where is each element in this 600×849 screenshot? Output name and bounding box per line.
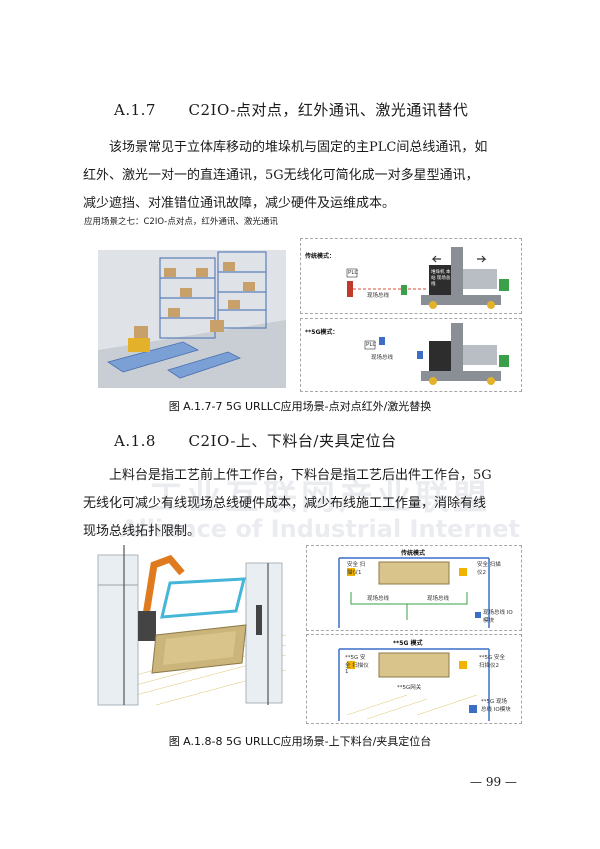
safety-scanner-1-label: 安全 扫描仪1 [347, 562, 366, 576]
fieldbus-label: 现场总线 [367, 293, 390, 299]
safety-scanner-5g-2-label: **5G 安全 扫描仪2 [479, 655, 506, 669]
watermark: 工业互联网产业联盟 Alliance of Industrial Interne… [110, 470, 530, 543]
paragraph-line: 减少遮挡、对准错位通讯故障，减少硬件及运维成本。 [83, 196, 396, 211]
stacker-label: 堆垛机 本站 现场总线 [431, 270, 451, 287]
5g-gateway-label: **5G网关 [397, 685, 422, 691]
watermark-line2: Alliance of Industrial Internet [120, 515, 520, 543]
io-module-5g-label: **5G 现场总线 IO模块 [481, 699, 511, 713]
5g-mode-panel-2: **5G 模式 **5G 安全 扫描仪1 **5G 安全 扫描仪2 **5G网关… [306, 634, 522, 724]
safety-scanner-2-label: 安全 扫描仪2 [477, 562, 501, 576]
mode-label: 传统模式： [305, 253, 336, 260]
mode-label: **5G 模式 [393, 640, 423, 647]
figure-caption: 图 A.1.7-7 5G URLLC应用场景-点对点红外/激光替换 [168, 400, 432, 413]
loading-station-illustration [96, 545, 292, 715]
5g-mode-panel: **5G模式： PLC 现场总线 [300, 318, 522, 392]
fieldbus-label: 现场总线 [367, 596, 390, 602]
figure-caption: 图 A.1.8-8 5G URLLC应用场景-上下料台/夹具定位台 [168, 735, 432, 748]
traditional-mode-panel: 传统模式： PLC 现场总线 堆垛机 本站 现场总线 [300, 238, 522, 314]
section-number: A.1.7 [114, 101, 156, 119]
section-number: A.1.8 [114, 432, 156, 450]
section-heading-a17: A.1.7 C2IO-点对点，红外通讯、激光通讯替代 [114, 99, 468, 120]
paragraph-line: 无线化可减少有线现场总线硬件成本，减少布线施工工作量，消除有线 [83, 496, 487, 511]
plc-label: PLC [366, 342, 377, 348]
warehouse-illustration [98, 250, 286, 388]
section-heading-a18: A.1.8 C2IO-上、下料台/夹具定位台 [114, 430, 396, 451]
paragraph-line: 现场总线拓扑限制。 [83, 524, 201, 539]
paragraph-line: 红外、激光一对一的直连通讯，5G无线化可简化成一对多星型通讯， [83, 168, 479, 183]
watermark-line1: 工业互联网产业联盟 [149, 478, 491, 518]
section-title: C2IO-上、下料台/夹具定位台 [188, 432, 397, 450]
paragraph-line: 该场景常见于立体库移动的堆垛机与固定的主PLC间总线通讯，如 [109, 140, 488, 155]
io-module-label: 现场总线 IO模块 [483, 610, 513, 624]
safety-scanner-5g-1-label: **5G 安全 扫描仪1 [345, 655, 369, 675]
traditional-mode-panel-2: 传统模式 安全 扫描仪1 安全 扫描仪2 现场总线 现场总线 现场总线 IO模块 [306, 545, 522, 631]
figure-subtitle: 应用场景之七：C2IO-点对点，红外通讯、激光通讯 [84, 217, 278, 227]
plc-label: PLC [348, 270, 359, 276]
fieldbus-label: 现场总线 [427, 596, 450, 602]
mode-label: **5G模式： [305, 329, 339, 336]
section-body-a18: 上料台是指工艺前上件工作台，下料台是指工艺后出件工作台，5G 无线化可减少有线现… [83, 462, 523, 546]
page-number: — 99 — [470, 775, 517, 789]
mode-label: 传统模式 [401, 550, 426, 557]
section-title: C2IO-点对点，红外通讯、激光通讯替代 [188, 101, 469, 119]
paragraph-line: 上料台是指工艺前上件工作台，下料台是指工艺后出件工作台，5G [109, 468, 492, 483]
fieldbus-label: 现场总线 [371, 355, 394, 361]
section-body-a17: 该场景常见于立体库移动的堆垛机与固定的主PLC间总线通讯，如 红外、激光一对一的… [83, 134, 523, 218]
